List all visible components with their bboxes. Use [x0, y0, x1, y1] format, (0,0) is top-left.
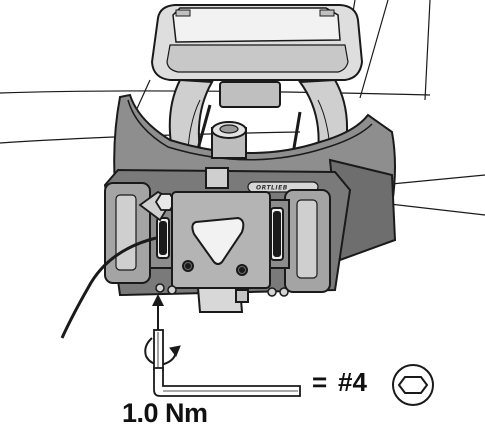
center-plate [171, 191, 271, 313]
bike-computer [150, 4, 364, 81]
rotation-arrow-icon [144, 337, 181, 366]
torque-label: 1.0 Nm [122, 398, 208, 428]
right-clamp [266, 189, 331, 293]
top-knob [205, 121, 247, 189]
hexagon-bit-icon [392, 364, 434, 406]
cable [60, 236, 157, 339]
hex-key-size-label: #4 [338, 367, 367, 397]
up-arrow-icon [152, 294, 164, 330]
brand-text: ORTLIEB [256, 185, 288, 192]
equals-sign: = [312, 367, 328, 397]
bottom-screws [155, 283, 289, 297]
hex-key-icon [153, 329, 301, 397]
